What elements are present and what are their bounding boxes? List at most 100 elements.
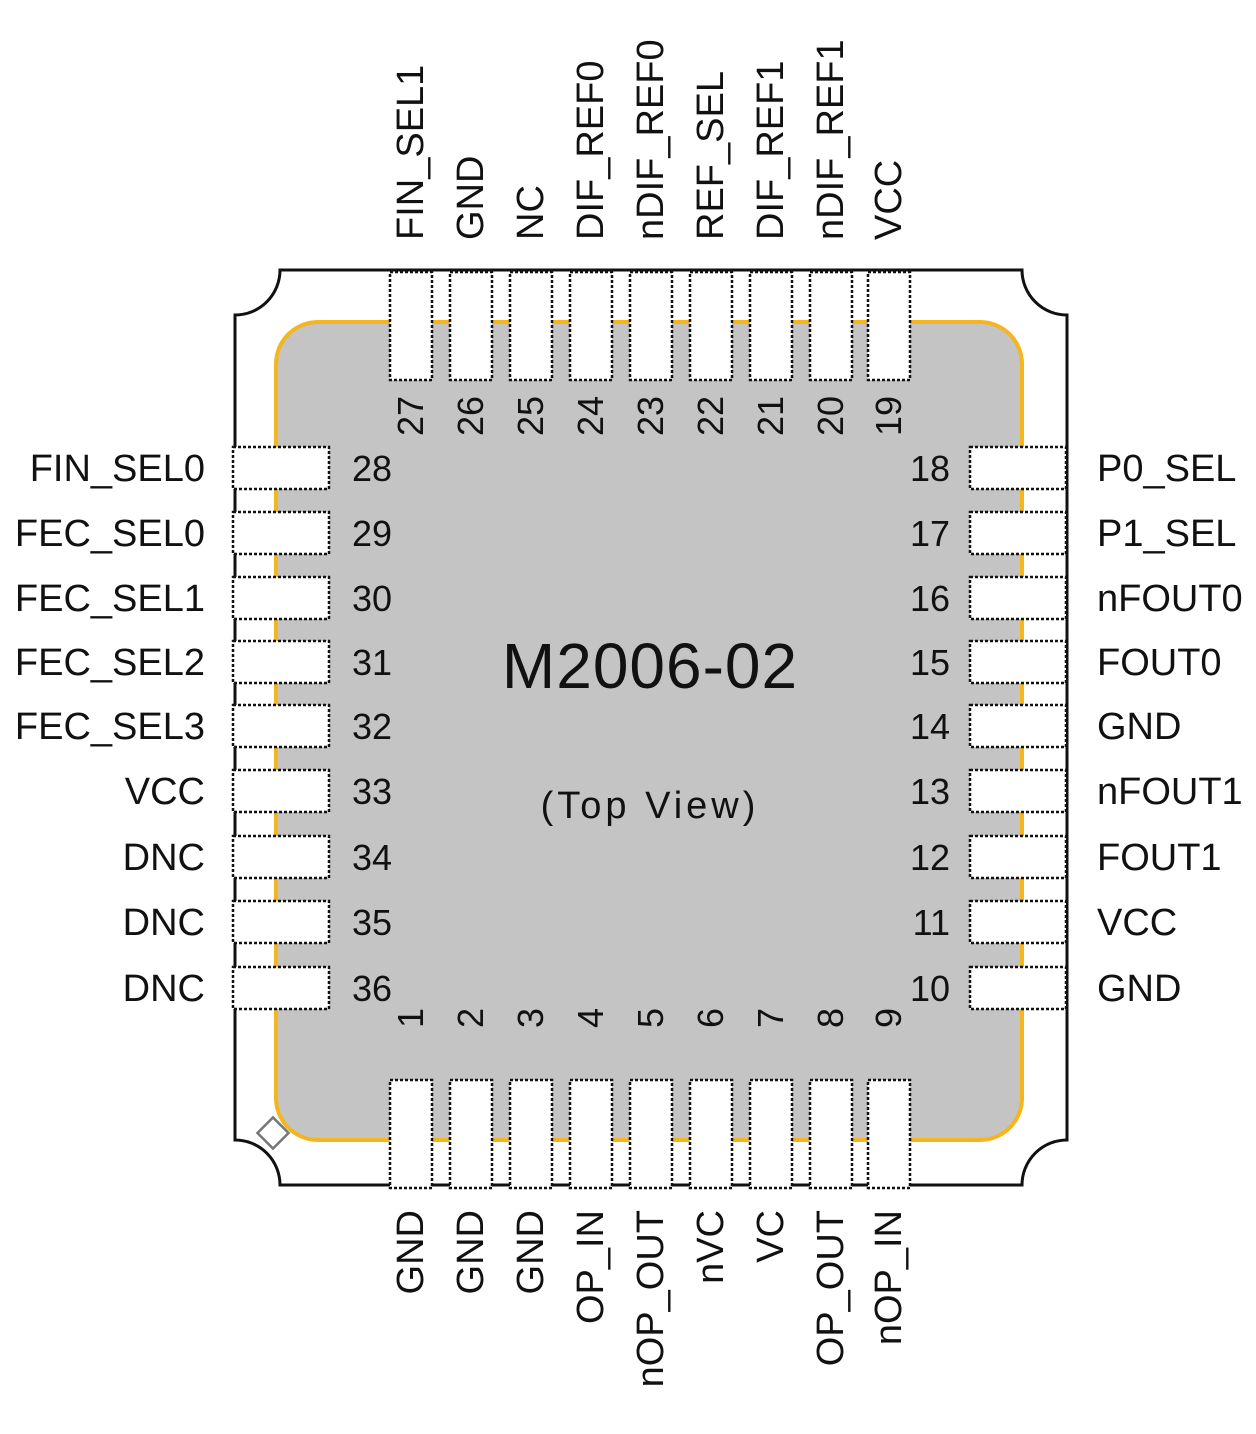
pin-label-22: REF_SEL bbox=[690, 71, 732, 240]
pin-label-9: nOP_IN bbox=[868, 1210, 910, 1345]
pin-pad-21 bbox=[748, 270, 794, 382]
pin-pad-6 bbox=[688, 1078, 734, 1190]
pin-pad-5 bbox=[628, 1078, 674, 1190]
pin-label-28: FIN_SEL0 bbox=[30, 448, 205, 490]
pin-label-31: FEC_SEL2 bbox=[15, 642, 205, 684]
pin-label-18: P0_SEL bbox=[1097, 448, 1236, 490]
view-label: (Top View) bbox=[541, 785, 760, 827]
labels-layer: FIN_SEL127GND26NC25DIF_REF024nDIF_REF023… bbox=[15, 39, 1243, 1387]
pin-number-28: 28 bbox=[352, 448, 392, 489]
pin-label-26: GND bbox=[450, 156, 492, 240]
pin-label-5: nOP_OUT bbox=[630, 1210, 672, 1387]
pin-number-35: 35 bbox=[352, 902, 392, 943]
pin-label-10: GND bbox=[1097, 968, 1181, 1010]
pin-pad-7 bbox=[748, 1078, 794, 1190]
pin-number-14: 14 bbox=[910, 706, 950, 747]
pin-pad-23 bbox=[628, 270, 674, 382]
pin-number-22: 22 bbox=[690, 396, 731, 436]
pin-label-15: FOUT0 bbox=[1097, 642, 1222, 684]
pin-label-34: DNC bbox=[123, 837, 205, 879]
pin-number-16: 16 bbox=[910, 578, 950, 619]
pin-number-34: 34 bbox=[352, 837, 392, 878]
pin-pad-10 bbox=[968, 965, 1068, 1011]
part-number: M2006-02 bbox=[502, 630, 798, 702]
pin-label-3: GND bbox=[510, 1210, 552, 1294]
pin-pad-33 bbox=[231, 768, 331, 814]
pin-label-27: FIN_SEL1 bbox=[390, 65, 432, 240]
pin-label-11: VCC bbox=[1097, 902, 1177, 944]
pin-number-32: 32 bbox=[352, 706, 392, 747]
pin-pad-26 bbox=[448, 270, 494, 382]
pin-label-30: FEC_SEL1 bbox=[15, 578, 205, 620]
pin-pad-36 bbox=[231, 965, 331, 1011]
pin-pad-25 bbox=[508, 270, 554, 382]
pin-label-1: GND bbox=[390, 1210, 432, 1294]
pin-label-17: P1_SEL bbox=[1097, 513, 1236, 555]
pin-pad-19 bbox=[866, 270, 912, 382]
pin-number-20: 20 bbox=[810, 396, 851, 436]
pin-number-17: 17 bbox=[910, 513, 950, 554]
pin-pad-12 bbox=[968, 834, 1068, 880]
pin-pad-9 bbox=[866, 1078, 912, 1190]
pin-number-11: 11 bbox=[913, 902, 950, 943]
pin-number-2: 2 bbox=[450, 1008, 491, 1028]
pin-pad-34 bbox=[231, 834, 331, 880]
pin-number-7: 7 bbox=[750, 1008, 791, 1028]
pin-label-14: GND bbox=[1097, 706, 1181, 748]
pin-label-19: VCC bbox=[868, 160, 910, 240]
pin-label-35: DNC bbox=[123, 902, 205, 944]
pin-label-25: NC bbox=[510, 185, 552, 240]
pin-number-30: 30 bbox=[352, 578, 392, 619]
pin-number-26: 26 bbox=[450, 396, 491, 436]
pin-number-19: 19 bbox=[868, 396, 909, 436]
pin-label-12: FOUT1 bbox=[1097, 837, 1222, 879]
pin-number-4: 4 bbox=[570, 1008, 611, 1028]
pin-label-4: OP_IN bbox=[570, 1210, 612, 1324]
pin-label-21: DIF_REF1 bbox=[750, 61, 792, 240]
pin-pad-16 bbox=[968, 575, 1068, 621]
pin-number-3: 3 bbox=[510, 1008, 551, 1028]
pin-number-25: 25 bbox=[510, 396, 551, 436]
pin-number-15: 15 bbox=[910, 642, 950, 683]
pin-number-18: 18 bbox=[910, 448, 950, 489]
pin-number-23: 23 bbox=[630, 396, 671, 436]
pin-pad-4 bbox=[568, 1078, 614, 1190]
pin-pad-13 bbox=[968, 768, 1068, 814]
pin-label-7: VC bbox=[750, 1210, 792, 1263]
pin-pad-28 bbox=[231, 445, 331, 491]
pin-pad-32 bbox=[231, 703, 331, 749]
pin-pad-15 bbox=[968, 639, 1068, 685]
pin-pad-1 bbox=[388, 1078, 434, 1190]
pin-pad-22 bbox=[688, 270, 734, 382]
pin-number-24: 24 bbox=[570, 396, 611, 436]
pin-number-9: 9 bbox=[868, 1008, 909, 1028]
pin-label-2: GND bbox=[450, 1210, 492, 1294]
pin-pad-29 bbox=[231, 510, 331, 556]
pin-pad-2 bbox=[448, 1078, 494, 1190]
pin-number-31: 31 bbox=[352, 642, 392, 683]
pin-label-29: FEC_SEL0 bbox=[15, 513, 205, 555]
pin-number-21: 21 bbox=[750, 396, 791, 436]
pin-number-13: 13 bbox=[910, 771, 950, 812]
pin-number-5: 5 bbox=[630, 1008, 671, 1028]
pin-number-36: 36 bbox=[352, 968, 392, 1009]
pin-label-36: DNC bbox=[123, 968, 205, 1010]
pin-label-6: nVC bbox=[690, 1210, 732, 1284]
pads-layer bbox=[231, 270, 1068, 1190]
pin-pad-27 bbox=[388, 270, 434, 382]
pin-label-13: nFOUT1 bbox=[1097, 771, 1243, 813]
pin-number-8: 8 bbox=[810, 1008, 851, 1028]
pin-label-23: nDIF_REF0 bbox=[630, 39, 672, 240]
pin-pad-17 bbox=[968, 510, 1068, 556]
pin-label-24: DIF_REF0 bbox=[570, 61, 612, 240]
pin-pad-35 bbox=[231, 899, 331, 945]
pin-number-1: 1 bbox=[390, 1008, 431, 1028]
pin-number-6: 6 bbox=[690, 1008, 731, 1028]
pin-label-16: nFOUT0 bbox=[1097, 578, 1243, 620]
pin-number-12: 12 bbox=[910, 837, 950, 878]
pin-label-8: OP_OUT bbox=[810, 1210, 852, 1366]
pin-pad-31 bbox=[231, 639, 331, 685]
pin-label-20: nDIF_REF1 bbox=[810, 39, 852, 240]
